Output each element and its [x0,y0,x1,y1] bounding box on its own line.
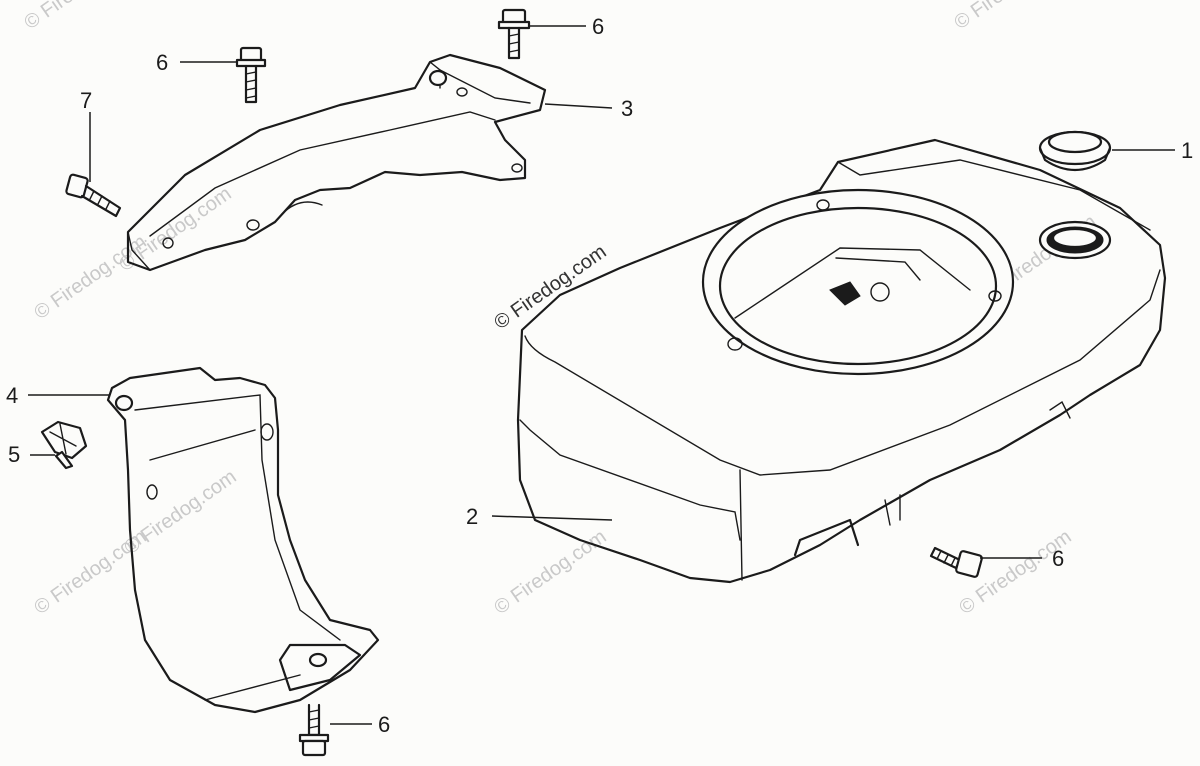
bolt-7-icon [65,173,122,218]
bolt-6-icon [298,703,330,757]
callout-6: 6 [156,50,168,75]
callout-6: 6 [592,14,604,39]
watermark: © Firedog.com [490,526,610,619]
watermark: © Firedog.com [950,0,1070,34]
callout-3: 3 [621,96,633,121]
leader-lines [28,25,1175,725]
watermark: © Firedog.com [30,231,150,324]
callout-2: 2 [466,504,478,529]
part-1-grommet [1038,130,1112,171]
callout-1: 1 [1181,138,1193,163]
watermark: © Firedog.com [120,466,240,559]
watermark: © Firedog.com [20,0,140,34]
bolt-6-icon [235,46,267,104]
watermark-main: © Firedog.com [490,241,610,334]
bolt-6-icon [497,8,531,60]
callout-labels: 1 2 3 4 5 6 6 6 6 7 [6,14,1193,737]
part-4-shield [106,366,380,714]
part-2-fan-cover [516,138,1167,584]
part-5-clip [40,420,88,470]
callout-6: 6 [378,712,390,737]
part-3-bracket [126,53,547,272]
callout-5: 5 [8,442,20,467]
callout-4: 4 [6,383,18,408]
bolt-6-icon [929,546,983,578]
watermark: © Firedog.com [115,183,235,276]
callout-7: 7 [80,88,92,113]
callout-6: 6 [1052,546,1064,571]
